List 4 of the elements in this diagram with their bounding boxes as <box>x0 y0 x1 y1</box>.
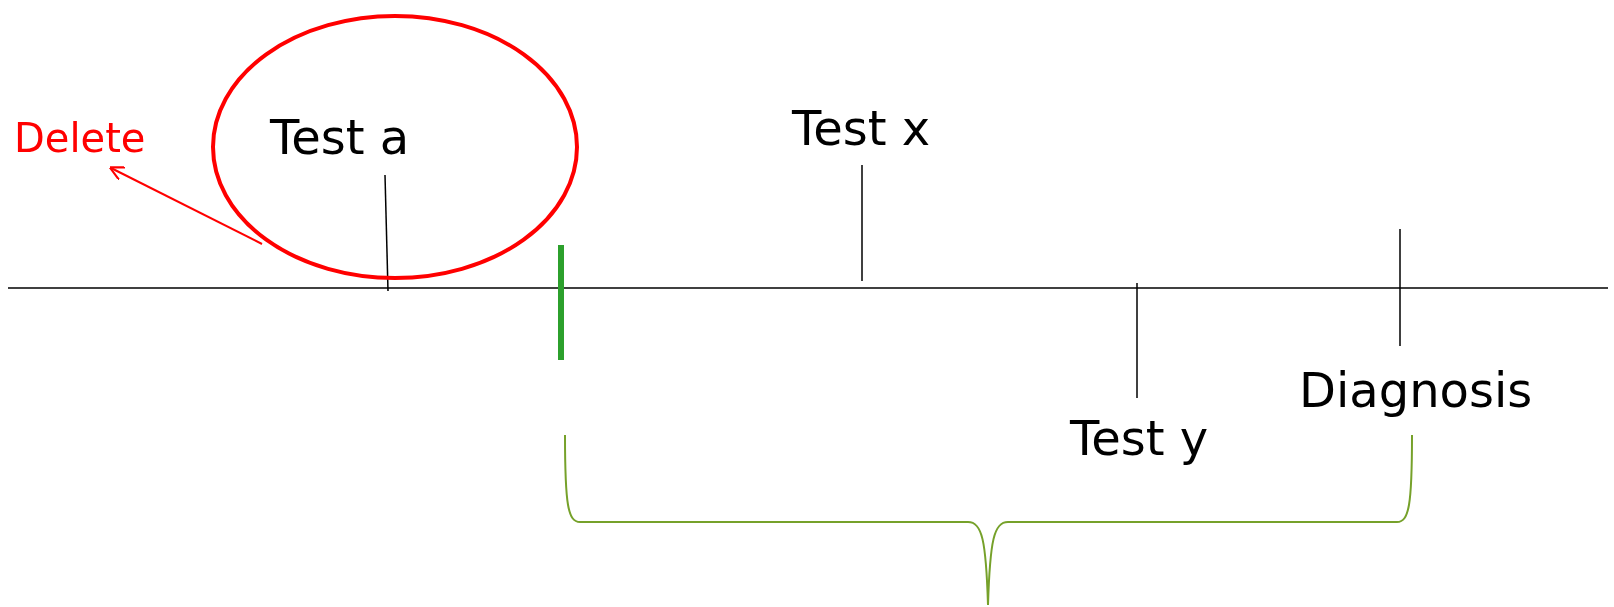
timeline-event-label: Test a <box>270 113 410 161</box>
delete-label: Delete <box>14 118 146 158</box>
timeline-event-label: Test x <box>792 104 931 152</box>
arrow <box>108 166 263 245</box>
